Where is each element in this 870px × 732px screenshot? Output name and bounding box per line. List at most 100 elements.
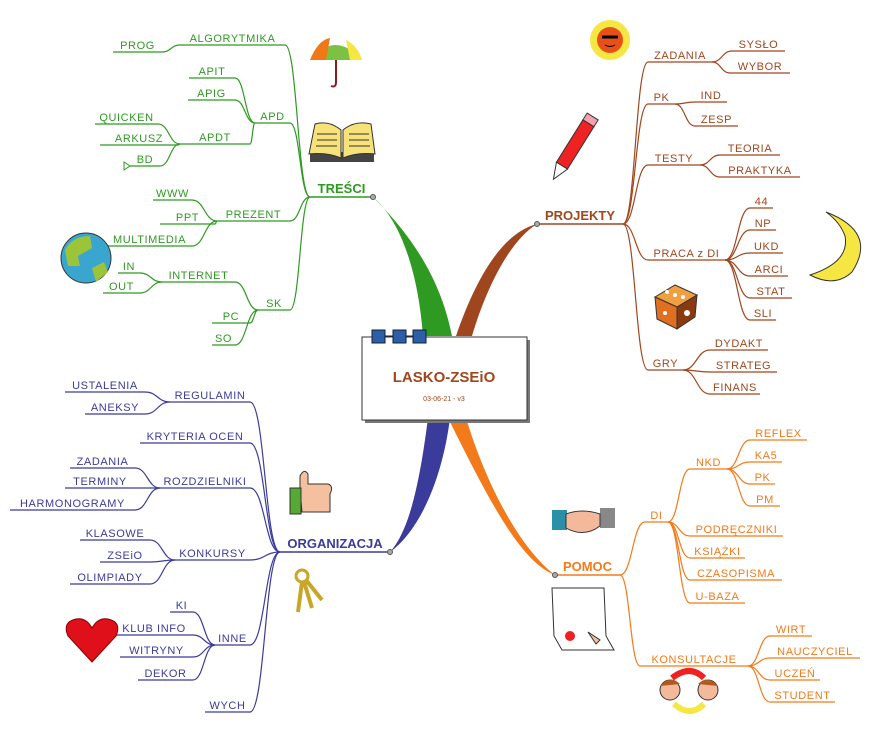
- node-handle[interactable]: [387, 549, 393, 555]
- node-www[interactable]: WWW: [156, 188, 189, 200]
- node-arkusz[interactable]: ARKUSZ: [115, 133, 163, 145]
- node-ki[interactable]: KI: [176, 600, 188, 612]
- node-pm[interactable]: PM: [756, 494, 774, 506]
- node-wybor[interactable]: WYBOR: [738, 61, 783, 73]
- node-sys-o[interactable]: SYSŁO: [739, 39, 779, 51]
- node-sk[interactable]: SK: [266, 298, 282, 310]
- node-internet[interactable]: INTERNET: [169, 270, 229, 282]
- ki-connector: [192, 611, 216, 646]
- node-in[interactable]: IN: [123, 261, 135, 273]
- collapse-arrow-icon[interactable]: [123, 161, 131, 171]
- np-connector: [724, 229, 751, 261]
- node-pk[interactable]: PK: [654, 92, 670, 104]
- node-aneksy[interactable]: ANEKSY: [91, 402, 139, 414]
- node-regulamin[interactable]: REGULAMIN: [175, 390, 246, 402]
- node-dydakt[interactable]: DYDAKT: [715, 338, 763, 350]
- node-uczen[interactable]: UCZEŃ: [775, 667, 816, 680]
- node-stat[interactable]: STAT: [757, 286, 786, 298]
- node-ppt[interactable]: PPT: [176, 212, 199, 224]
- aneksy-connector: [144, 401, 171, 415]
- node-rozdzielniki[interactable]: ROZDZIELNIKI: [164, 476, 247, 488]
- olimpiady-connector: [149, 559, 176, 585]
- moon-icon: [808, 211, 862, 282]
- node-strateg[interactable]: STRATEG: [716, 360, 771, 372]
- node-apdt[interactable]: APDT: [199, 132, 231, 144]
- node-klub-info[interactable]: KLUB INFO: [122, 623, 185, 635]
- node-konsultacje[interactable]: KONSULTACJE: [651, 654, 736, 666]
- node-out[interactable]: OUT: [109, 281, 134, 293]
- testy-connector: [622, 164, 649, 225]
- node-apd[interactable]: APD: [260, 111, 284, 123]
- node-finans[interactable]: FINANS: [713, 382, 757, 394]
- node-nkd[interactable]: NKD: [696, 457, 721, 469]
- node-wych[interactable]: WYCH: [209, 700, 245, 712]
- node-kryteria-ocen[interactable]: KRYTERIA OCEN: [147, 431, 244, 443]
- node-sli[interactable]: SLI: [754, 308, 772, 320]
- branch-tres-ci[interactable]: TREŚCI: [318, 181, 366, 196]
- node-olimpiady[interactable]: OLIMPIADY: [77, 572, 142, 584]
- node-prezent[interactable]: PREZENT: [226, 209, 282, 221]
- node-inne[interactable]: INNE: [218, 633, 247, 645]
- node-teoria[interactable]: TEORIA: [728, 143, 773, 155]
- node-so[interactable]: SO: [215, 333, 232, 345]
- node-pc[interactable]: PC: [223, 311, 239, 323]
- 44-connector: [724, 207, 751, 261]
- node-multimedia[interactable]: MULTIMEDIA: [113, 234, 186, 246]
- node-zseio[interactable]: ZSEiO: [107, 550, 142, 562]
- central-node[interactable]: LASKO-ZSEiO 03-06-21 - v3: [361, 329, 530, 423]
- node-terminy[interactable]: TERMINY: [73, 476, 127, 488]
- node-ustalenia[interactable]: USTALENIA: [72, 380, 138, 392]
- node-np[interactable]: NP: [755, 218, 771, 230]
- node-ka5[interactable]: KA5: [755, 450, 778, 462]
- node-bd[interactable]: BD: [137, 154, 153, 166]
- finans-connector: [682, 369, 711, 395]
- node-handle[interactable]: [552, 572, 558, 578]
- node-pk[interactable]: PK: [755, 472, 771, 484]
- node-apig[interactable]: APIG: [197, 88, 226, 100]
- node-praktyka[interactable]: PRAKTYKA: [728, 165, 792, 177]
- organizacja-connector: [390, 418, 450, 552]
- node-dekor[interactable]: DEKOR: [144, 668, 186, 680]
- node-ukd[interactable]: UKD: [754, 241, 779, 253]
- node-nauczyciel[interactable]: NAUCZYCIEL: [777, 646, 853, 658]
- branch-pomoc[interactable]: POMOC: [563, 559, 613, 574]
- node-prog[interactable]: PROG: [120, 40, 155, 52]
- sun-icon: [590, 20, 630, 60]
- node-handle[interactable]: [534, 221, 540, 227]
- node-zadania[interactable]: ZADANIA: [77, 456, 129, 468]
- out-connector: [139, 281, 163, 294]
- node-arci[interactable]: ARCI: [755, 264, 784, 276]
- student-connector: [747, 665, 771, 703]
- node-podre-czniki[interactable]: PODRĘCZNIKI: [696, 524, 778, 536]
- node-zesp[interactable]: ZESP: [701, 114, 732, 126]
- node-ind[interactable]: IND: [701, 90, 722, 102]
- branch-projekty[interactable]: PROJEKTY: [545, 208, 615, 223]
- node-handle[interactable]: [370, 194, 376, 200]
- node-gry[interactable]: GRY: [653, 358, 679, 370]
- node-witryny[interactable]: WITRYNY: [129, 645, 184, 657]
- node-praca-z-di[interactable]: PRACA z DI: [654, 248, 720, 260]
- node-testy[interactable]: TESTY: [655, 153, 694, 165]
- klasowe-connector: [149, 539, 176, 561]
- node-algorytmika[interactable]: ALGORYTMIKA: [190, 33, 276, 45]
- sk-connector: [289, 196, 311, 311]
- node-reflex[interactable]: REFLEX: [755, 428, 801, 440]
- pencil-icon: [552, 112, 599, 181]
- pk-connector: [622, 103, 649, 225]
- branch-organizacja[interactable]: ORGANIZACJA: [287, 536, 383, 551]
- node-student[interactable]: STUDENT: [774, 690, 830, 702]
- node-zadania[interactable]: ZADANIA: [654, 50, 706, 62]
- node-wirt[interactable]: WIRT: [776, 624, 806, 636]
- node-u-baza[interactable]: U-BAZA: [696, 591, 740, 603]
- harmonogramy-connector: [134, 487, 161, 511]
- node-klasowe[interactable]: KLASOWE: [86, 528, 145, 540]
- node-di[interactable]: DI: [650, 510, 662, 522]
- node-harmonogramy[interactable]: HARMONOGRAMY: [20, 498, 125, 510]
- dice-icon: [653, 284, 699, 330]
- node-konkursy[interactable]: KONKURSY: [179, 548, 246, 560]
- node-czasopisma[interactable]: CZASOPISMA: [697, 568, 775, 580]
- node-quicken[interactable]: QUICKEN: [99, 112, 153, 124]
- node-44[interactable]: 44: [755, 196, 768, 208]
- node-ksia-z-ki[interactable]: KSIĄŻKI: [694, 545, 740, 558]
- node-apit[interactable]: APIT: [199, 66, 226, 78]
